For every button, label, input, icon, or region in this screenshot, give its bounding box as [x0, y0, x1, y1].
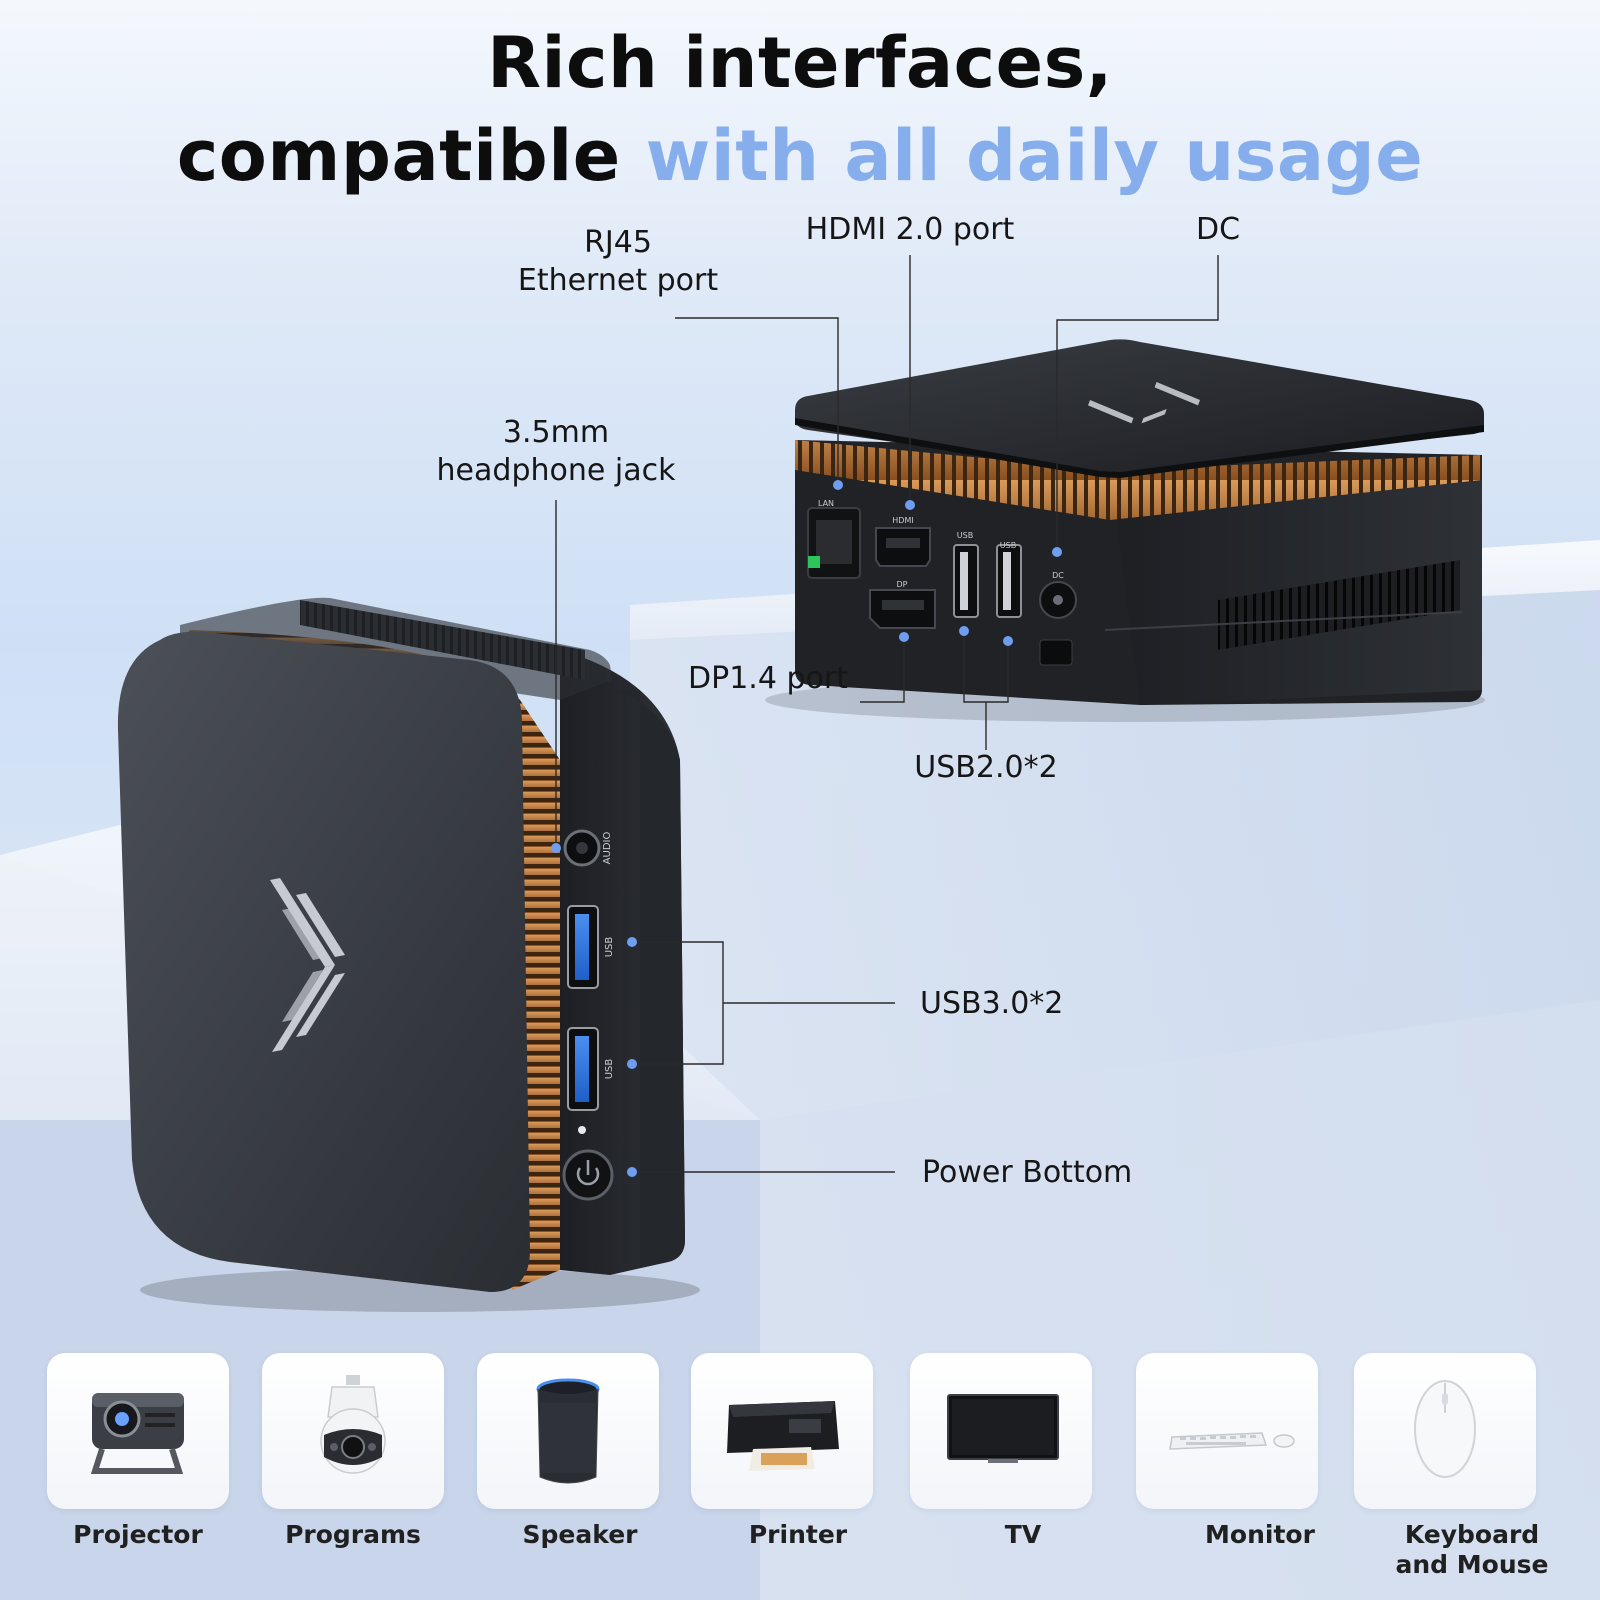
device-tile-printer: [691, 1353, 873, 1509]
callout-usb3: USB3.0*2: [920, 986, 1064, 1021]
keyboard-icon: [1169, 1432, 1295, 1450]
marking-dc: DC: [1052, 571, 1064, 580]
callout-dots: [551, 480, 1062, 1177]
callout-audio-line1: 3.5mm: [502, 415, 610, 450]
front-device: [117, 597, 700, 1312]
callout-rj45: RJ45 Ethernet port: [498, 224, 738, 300]
callout-dc: DC: [1195, 212, 1241, 247]
callout-rj45-line2: Ethernet port: [517, 263, 719, 298]
marking-audio: AUDIO: [602, 832, 613, 865]
headline-plain: compatible: [176, 115, 646, 197]
marking-usb-front-2: USB: [604, 1059, 615, 1080]
smart-speaker-icon: [536, 1378, 600, 1484]
security-camera-icon: [320, 1375, 386, 1474]
callout-audio-line2: headphone jack: [436, 453, 676, 488]
device-tile-keyboard-mouse: [1354, 1353, 1536, 1509]
device-tile-monitor: [1136, 1353, 1318, 1509]
callout-power: Power Bottom: [922, 1155, 1133, 1190]
device-tile-programs: [262, 1353, 444, 1509]
device-label-keyboard-line1: Keyboard: [1404, 1520, 1540, 1549]
callout-audio: 3.5mm headphone jack: [420, 414, 692, 490]
back-device: [765, 339, 1485, 722]
device-label-projector: Projector: [73, 1520, 203, 1549]
marking-usb-back-1: USB: [957, 531, 973, 540]
tv-icon: [947, 1394, 1059, 1463]
projector-icon: [90, 1393, 184, 1474]
device-label-programs: Programs: [285, 1520, 421, 1549]
marking-usb-front-1: USB: [604, 937, 615, 958]
printer-icon: [727, 1401, 839, 1471]
mouse-icon: [1414, 1380, 1476, 1478]
device-label-keyboard-mouse: Keyboard and Mouse: [1362, 1520, 1582, 1580]
marking-hdmi: HDMI: [892, 516, 913, 525]
device-label-monitor: Monitor: [1205, 1520, 1315, 1549]
device-label-printer: Printer: [748, 1520, 848, 1549]
device-tile-tv: [910, 1353, 1092, 1509]
marking-usb-back-2: USB: [1000, 541, 1016, 550]
device-label-speaker: Speaker: [522, 1520, 638, 1549]
headline-line-2: compatible with all daily usage: [0, 115, 1600, 197]
callout-dp: DP1.4 port: [688, 661, 848, 696]
callout-lines: [555, 255, 1219, 1173]
callout-usb2: USB2.0*2: [914, 750, 1058, 785]
callout-rj45-line1: RJ45: [584, 225, 652, 260]
marking-dp: DP: [897, 580, 908, 589]
device-label-tv: TV: [1004, 1520, 1042, 1549]
callout-hdmi: HDMI 2.0 port: [805, 212, 1015, 247]
marking-lan: LAN: [818, 499, 834, 508]
headline-accent: with all daily usage: [645, 115, 1424, 197]
device-tile-projector: [47, 1353, 229, 1509]
headline-line-1: Rich interfaces,: [487, 22, 1113, 104]
device-tile-speaker: [477, 1353, 659, 1509]
device-label-keyboard-line2: and Mouse: [1395, 1550, 1549, 1579]
